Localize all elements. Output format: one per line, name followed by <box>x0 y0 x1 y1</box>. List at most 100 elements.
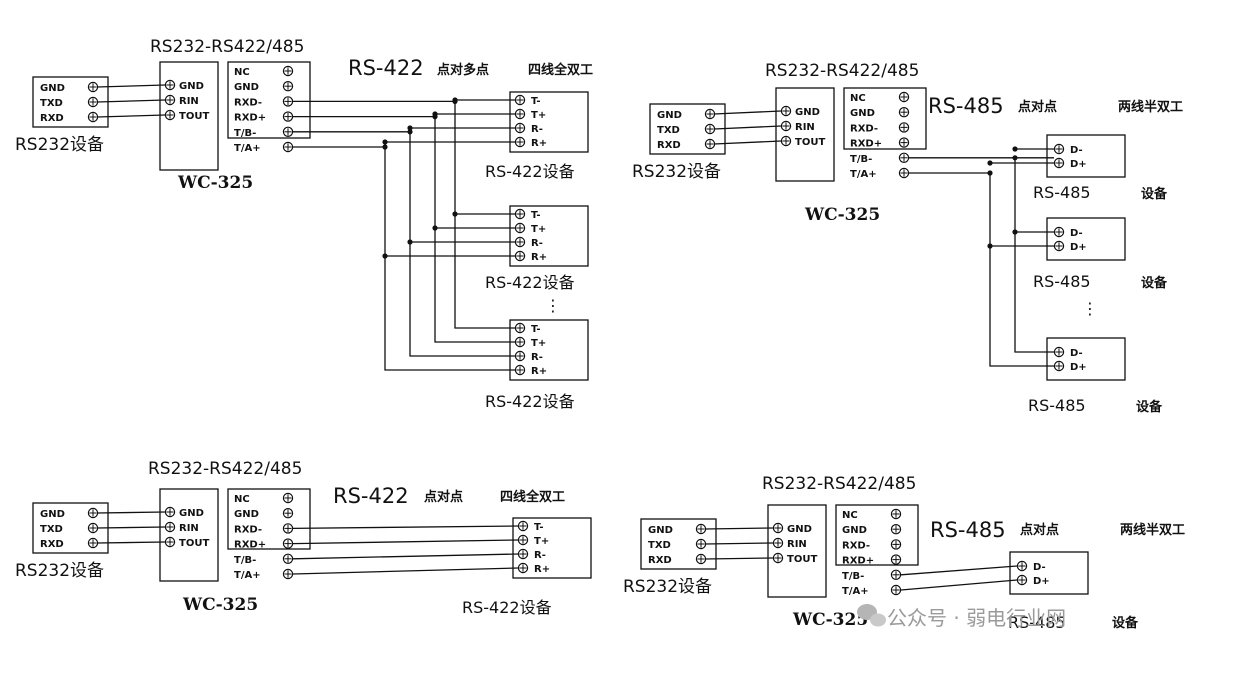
screw-terminal-icon <box>87 537 99 549</box>
ellipsis: ⋮ <box>545 296 561 315</box>
mode-label: 点对点 <box>424 489 463 505</box>
screw-terminal-icon <box>87 507 99 519</box>
rs232-wire <box>704 542 774 545</box>
rs422-device-label: RS-422设备 <box>462 598 552 617</box>
wechat-icon <box>857 604 886 627</box>
rs485-pin-dminus: D- <box>1070 348 1083 359</box>
junction-dot <box>382 144 388 150</box>
rs422-pin-tplus: T+ <box>531 224 546 235</box>
converter-right-block <box>843 87 927 150</box>
screw-terminal-icon <box>898 122 910 133</box>
screw-terminal-icon <box>164 109 176 121</box>
rs422-pin-rminus: R- <box>534 550 546 561</box>
screw-terminal-icon <box>282 523 294 534</box>
screw-terminal-icon <box>87 81 99 93</box>
screw-terminal-icon <box>514 94 526 106</box>
screw-terminal-icon <box>695 538 707 550</box>
rs232-wire <box>96 511 166 514</box>
screw-terminal-icon <box>164 94 176 106</box>
converter-left-block <box>159 488 219 582</box>
converter-pin-tminusaplus: T/A+ <box>234 143 261 154</box>
rs232-wire <box>713 110 782 115</box>
converter-pin-tminusb-: T/B- <box>842 571 864 582</box>
screw-terminal-icon <box>890 508 902 520</box>
screw-terminal-icon <box>780 135 792 147</box>
screw-terminal-icon <box>517 548 529 560</box>
screw-terminal-icon <box>517 534 529 546</box>
rs422-device-box <box>509 205 589 267</box>
converter-pin-tminusb-: T/B- <box>234 555 256 566</box>
screw-terminal-icon <box>164 536 176 548</box>
converter-title: RS232-RS422/485 <box>765 61 919 81</box>
screw-terminal-icon <box>1016 560 1028 572</box>
screw-terminal-icon <box>898 106 910 118</box>
screw-terminal-icon <box>282 508 294 519</box>
converter-pin-nc: NC <box>234 494 250 505</box>
screw-terminal-icon <box>87 111 99 123</box>
converter-pin-rin: RIN <box>787 539 807 550</box>
rs485-pin-dplus: D+ <box>1070 242 1087 253</box>
screw-terminal-icon <box>1016 574 1028 586</box>
ellipsis: ⋮ <box>1082 299 1098 318</box>
mode-label: 点对点 <box>1020 522 1059 538</box>
p2p-wire <box>292 525 519 530</box>
rs485-pin-dplus: D+ <box>1070 159 1087 170</box>
rs485-device-suffix: 设备 <box>1141 275 1168 291</box>
bus-wire <box>909 157 1054 353</box>
junction-dot <box>987 160 993 166</box>
rs232-pin-txd: TXD <box>40 98 63 109</box>
rs422-pin-tplus: T+ <box>531 338 546 349</box>
junction-dot <box>1012 229 1018 235</box>
p2p-wire <box>292 539 519 545</box>
converter-pin-gnd: GND <box>234 509 259 520</box>
screw-terminal-icon <box>695 553 707 565</box>
screw-terminal-icon <box>282 568 294 580</box>
mode-sub-label: 四线全双工 <box>528 62 593 78</box>
bus-wire <box>293 146 515 371</box>
rs422-pin-rplus: R+ <box>531 366 547 377</box>
converter-left-block <box>159 61 219 171</box>
rs485-device-suffix: 设备 <box>1141 186 1168 202</box>
bus-wire <box>293 131 515 357</box>
junction-dot <box>407 125 413 131</box>
converter-pin-tout: TOUT <box>179 111 209 122</box>
mode-prefix: RS-422 <box>348 56 424 80</box>
screw-terminal-icon <box>890 569 902 581</box>
screw-terminal-icon <box>164 79 176 91</box>
converter-pin-rxdplus: RXD+ <box>234 540 266 551</box>
screw-terminal-icon <box>890 584 902 596</box>
converter-right-block <box>227 488 311 550</box>
screw-terminal-icon <box>282 553 294 565</box>
mode-sub-label: 两线半双工 <box>1118 99 1183 115</box>
rs232-pin-rxd: RXD <box>648 555 672 566</box>
p2p-wire <box>900 565 1018 576</box>
converter-pin-rxdminus: RXD- <box>842 540 870 551</box>
screw-terminal-icon <box>890 524 902 535</box>
rs485-pin-dplus: D+ <box>1033 576 1050 587</box>
converter-pin-rxdplus: RXD+ <box>850 139 882 150</box>
junction-dot <box>432 225 438 231</box>
rs232-pin-gnd: GND <box>657 110 682 121</box>
rs232-pin-rxd: RXD <box>40 113 64 124</box>
converter-model: WC-325 <box>804 205 880 225</box>
rs232-device-label: RS232设备 <box>632 162 721 182</box>
junction-dot <box>1012 146 1018 152</box>
screw-terminal-icon <box>772 537 784 549</box>
rs422-pin-tplus: T+ <box>534 536 549 547</box>
screw-terminal-icon <box>898 137 910 148</box>
junction-dot <box>987 243 993 249</box>
junction-dot <box>1012 155 1018 161</box>
screw-terminal-icon <box>282 492 294 504</box>
converter-pin-nc: NC <box>850 93 866 104</box>
rs232-pin-rxd: RXD <box>40 539 64 550</box>
rs485-pin-dminus: D- <box>1070 228 1083 239</box>
rs422-pin-rminus: R- <box>531 238 543 249</box>
bus-wire <box>909 172 1054 367</box>
converter-pin-rin: RIN <box>795 122 815 133</box>
converter-pin-tout: TOUT <box>795 137 825 148</box>
junction-dot <box>432 111 438 117</box>
screw-terminal-icon <box>1053 360 1065 372</box>
converter-pin-gnd: GND <box>179 81 204 92</box>
rs232-wire <box>704 557 774 560</box>
